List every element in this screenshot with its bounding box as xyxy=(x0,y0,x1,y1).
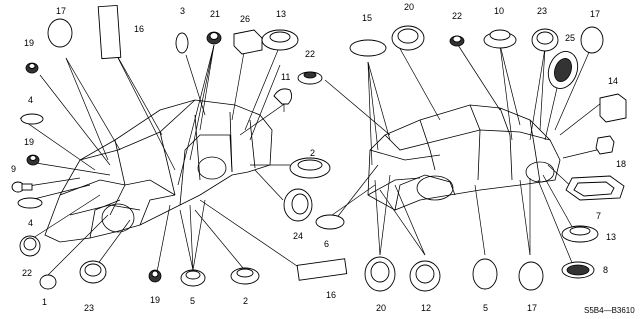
part-1-plug xyxy=(39,274,57,290)
part-19-grommet-top xyxy=(25,62,39,74)
part-6-seal xyxy=(315,214,345,230)
label-11: 11 xyxy=(281,72,290,82)
label-2-bottom: 2 xyxy=(243,296,248,306)
part-5-cap xyxy=(472,258,498,290)
label-5-right: 5 xyxy=(483,303,488,313)
label-14: 14 xyxy=(608,76,618,86)
label-16-top: 16 xyxy=(134,24,144,34)
part-22-grommet-right xyxy=(449,35,465,47)
label-5-left: 5 xyxy=(190,296,195,306)
label-9: 9 xyxy=(11,164,16,174)
part-25-oval-grommet xyxy=(547,51,579,89)
part-16-strip-lower xyxy=(296,258,348,281)
label-24: 24 xyxy=(293,231,303,241)
part-24-cup xyxy=(283,188,313,222)
label-17-top-left: 17 xyxy=(56,6,66,16)
label-26: 26 xyxy=(240,14,250,24)
parts xyxy=(11,4,627,292)
part-9-plug xyxy=(11,181,33,193)
part-20-grommet-top xyxy=(391,25,425,51)
label-20-top: 20 xyxy=(404,2,414,12)
part-5-grommet-left xyxy=(180,269,206,287)
label-20-bottom: 20 xyxy=(376,303,386,313)
label-4-bottom: 4 xyxy=(28,218,33,228)
part-22-grommet-mid xyxy=(297,71,323,85)
part-13-grommet xyxy=(261,29,299,51)
part-13-grommet-right xyxy=(561,225,599,243)
label-13-right: 13 xyxy=(606,232,616,242)
label-1: 1 xyxy=(42,297,47,307)
part-15-disc xyxy=(349,39,387,57)
part-19-grommet-mid xyxy=(26,154,40,166)
label-19-top: 19 xyxy=(24,38,34,48)
left-car-body-shell xyxy=(44,99,273,243)
part-8-oval-seal xyxy=(561,261,595,279)
label-8: 8 xyxy=(603,265,608,275)
part-7-rect-grommet xyxy=(565,175,625,201)
label-3: 3 xyxy=(180,6,185,16)
diagram-code: S5B4—B3610 xyxy=(584,306,635,315)
label-22-mid: 22 xyxy=(305,49,315,59)
leader-lines xyxy=(19,44,606,276)
label-17-bottom: 17 xyxy=(527,303,537,313)
part-23-grommet-top xyxy=(531,28,559,52)
label-13-top: 13 xyxy=(276,9,286,19)
label-19-mid: 19 xyxy=(24,137,34,147)
label-2-mid: 2 xyxy=(310,148,315,158)
part-17-disc xyxy=(47,18,73,48)
label-4-top: 4 xyxy=(28,95,33,105)
part-11-clip xyxy=(273,88,293,112)
part-20-grommet-bottom xyxy=(364,256,396,292)
label-6: 6 xyxy=(324,239,329,249)
label-17-top-right: 17 xyxy=(590,9,600,19)
label-10: 10 xyxy=(494,6,504,16)
part-19-grommet-bottom xyxy=(148,269,162,283)
part-number-labels: 17 16 3 21 26 13 19 4 19 9 4 22 1 23 19 … xyxy=(11,2,626,313)
part-18-pad xyxy=(595,135,615,155)
label-19-bottom: 19 xyxy=(150,295,160,305)
part-21-grommet xyxy=(206,31,222,45)
label-12: 12 xyxy=(421,303,431,313)
part-14-pad xyxy=(599,93,627,123)
label-25: 25 xyxy=(565,33,575,43)
label-23-bottom: 23 xyxy=(84,303,94,313)
label-22-left: 22 xyxy=(22,268,32,278)
part-16-strip xyxy=(97,4,122,60)
part-17-disc-right xyxy=(580,26,604,54)
right-car-body-shell xyxy=(367,104,561,211)
part-4-seal-bottom xyxy=(17,197,43,209)
part-17-disc-bottom xyxy=(518,261,544,291)
label-21: 21 xyxy=(210,9,220,19)
label-22-right: 22 xyxy=(452,11,462,21)
part-26-pad xyxy=(233,29,263,55)
part-10-grommet xyxy=(483,29,517,49)
part-22-grommet-left xyxy=(19,235,41,257)
part-23-grommet-bottom xyxy=(79,260,107,284)
part-2-grommet-mid xyxy=(289,157,331,179)
part-2-grommet-bottom xyxy=(230,267,260,285)
label-23-top: 23 xyxy=(537,6,547,16)
label-7: 7 xyxy=(596,211,601,221)
label-16-bottom: 16 xyxy=(326,290,336,300)
part-12-grommet xyxy=(409,260,441,292)
part-4-seal-top xyxy=(20,113,44,125)
label-18: 18 xyxy=(616,159,626,169)
label-15: 15 xyxy=(362,13,372,23)
part-3-seal xyxy=(175,32,189,54)
